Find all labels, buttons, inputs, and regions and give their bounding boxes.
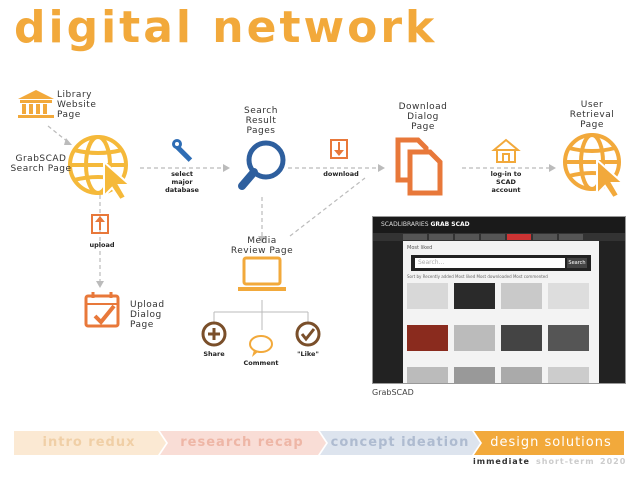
screenshot-thumb	[407, 283, 448, 309]
step-shape-2	[160, 431, 326, 455]
action-comment-label: Comment	[243, 359, 279, 367]
step-intro[interactable]: intro redux	[42, 435, 136, 450]
screenshot-brand2: GRAB SCAD	[430, 221, 470, 228]
laptop-icon	[238, 256, 286, 291]
screenshot-search-input: Search...	[415, 258, 565, 268]
node-upload-label: Upload Dialog Page	[130, 300, 165, 330]
edge-download-label: download	[323, 170, 359, 178]
arrowhead	[378, 164, 385, 172]
action-share-label: Share	[203, 350, 225, 358]
screenshot-thumb	[548, 367, 589, 383]
node-grabscad-label: GrabSCAD Search Page	[10, 154, 72, 174]
screenshot-section: Most liked	[407, 245, 433, 251]
node-download-label: Download Dialog Page	[398, 102, 448, 132]
library-icon	[18, 90, 54, 118]
screenshot-brand: SCADLIBRARIES	[381, 221, 429, 228]
arrowhead	[223, 164, 230, 172]
edge-media-download	[289, 177, 366, 237]
screenshot-thumb	[501, 283, 542, 309]
step-research[interactable]: research recap	[180, 435, 304, 450]
step-shape-4	[474, 431, 624, 455]
screenshot-thumb	[548, 283, 589, 309]
step-shape-1	[14, 431, 166, 455]
screenshot-topbar: SCADLIBRARIES GRAB SCAD	[373, 217, 625, 233]
screenshot-thumb	[454, 367, 495, 383]
comment-icon	[249, 335, 273, 357]
upload-small-icon	[91, 214, 109, 234]
node-retrieval-label: User Retrieval Page	[569, 100, 615, 130]
node-media-label: Media Review Page	[230, 236, 294, 256]
wrench-icon	[172, 139, 193, 162]
screenshot-thumb	[501, 367, 542, 383]
arrowhead	[64, 138, 72, 145]
screenshot-thumb	[501, 325, 542, 351]
checklist-icon	[84, 292, 120, 328]
download-small-icon	[330, 139, 348, 159]
cursor-icon	[103, 159, 133, 202]
screenshot-thumb	[548, 325, 589, 351]
screenshot-searchbar: Search... Search	[411, 255, 591, 271]
grabscad-screenshot: SCADLIBRARIES GRAB SCAD Most liked Searc…	[372, 216, 626, 384]
step-design[interactable]: design solutions	[490, 435, 612, 450]
arrowhead	[96, 281, 104, 288]
cursor-icon-2	[596, 157, 626, 200]
page-title: digital network	[14, 2, 438, 53]
globe-cursor-icon	[68, 135, 128, 195]
sub-2020[interactable]: 2020	[600, 457, 627, 466]
screenshot-thumb	[454, 325, 495, 351]
share-icon	[201, 321, 227, 347]
edge-upload-label: upload	[89, 241, 115, 249]
node-search-label: Search Result Pages	[244, 106, 278, 136]
sub-short-term[interactable]: short-term	[536, 457, 595, 466]
screenshot-body: Most liked Search... Search Sort by Rece…	[403, 241, 599, 383]
action-like-label: "Like"	[297, 350, 319, 358]
edge-select-label: select major database	[165, 170, 199, 194]
like-icon	[295, 321, 321, 347]
screenshot-thumb	[454, 283, 495, 309]
arrowhead	[258, 236, 266, 243]
screenshot-filters: Sort by Recently added Most liked Most d…	[407, 274, 548, 279]
screenshot-thumb	[407, 367, 448, 383]
arrowhead	[549, 164, 556, 172]
screenshot-caption: GrabSCAD	[372, 388, 414, 397]
node-library-label: Library Website Page	[57, 90, 97, 120]
step-concept[interactable]: concept ideation	[330, 435, 470, 450]
magnifier-icon	[238, 140, 286, 190]
screenshot-nav	[373, 233, 625, 241]
edge-library-grabscad	[47, 125, 69, 143]
sub-immediate[interactable]: immediate	[473, 457, 530, 466]
documents-icon	[395, 137, 443, 196]
edge-login-label: log-in to SCAD account	[490, 170, 522, 194]
house-icon	[491, 138, 521, 163]
step-shape-3	[320, 431, 480, 455]
screenshot-thumb	[407, 325, 448, 351]
screenshot-search-button: Search	[567, 258, 587, 268]
